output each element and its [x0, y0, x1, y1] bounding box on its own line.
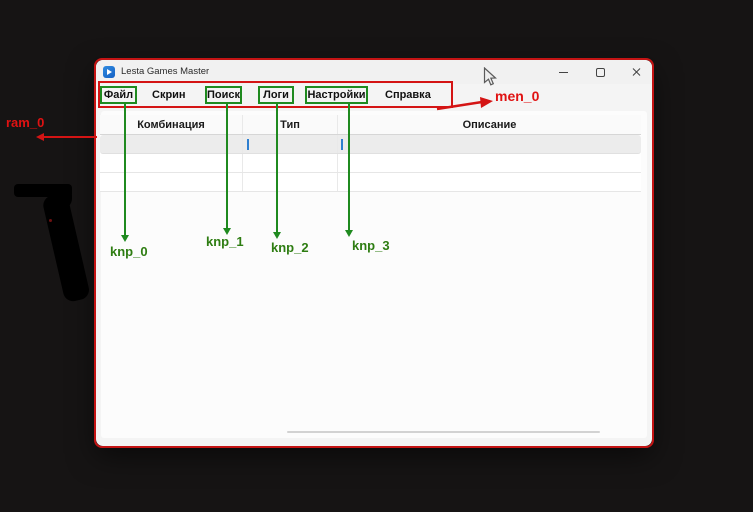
knp-2-arrow [273, 104, 281, 239]
menu-item-screen[interactable]: Скрин [152, 89, 186, 101]
ram-0-label: ram_0 [6, 115, 45, 130]
table-row[interactable] [100, 154, 641, 173]
menu-bar: Файл Скрин Поиск Логи Настройки Справка [96, 81, 652, 108]
close-icon [631, 67, 641, 77]
silhouette-shape [41, 192, 91, 304]
knp-2-label: knp_2 [271, 240, 309, 255]
table-cell [242, 135, 337, 153]
column-header-description[interactable]: Описание [337, 115, 641, 134]
ram-0-arrow [36, 133, 97, 141]
table-cell [242, 154, 337, 172]
knp-1-label: knp_1 [206, 234, 244, 249]
table-row[interactable] [100, 135, 641, 154]
table-cell [337, 154, 641, 172]
knp-0-arrow [121, 104, 129, 242]
window-title: Lesta Games Master [121, 66, 210, 77]
men-0-arrow [436, 97, 493, 111]
table-row[interactable] [100, 173, 641, 192]
table-cell [100, 154, 242, 172]
table-cell [100, 135, 242, 153]
maximize-icon [595, 67, 605, 77]
app-logo-icon [103, 66, 115, 78]
mouse-pointer-icon [483, 67, 497, 86]
column-header-type[interactable]: Тип [242, 115, 337, 134]
minimize-icon [558, 71, 568, 73]
horizontal-scrollbar[interactable] [287, 431, 600, 433]
menu-item-logs[interactable]: Логи [258, 86, 294, 104]
menu-item-search[interactable]: Поиск [205, 86, 242, 104]
menu-item-help[interactable]: Справка [385, 89, 431, 101]
menu-item-settings[interactable]: Настройки [305, 86, 368, 104]
table-header-row: Комбинация Тип Описание [100, 115, 641, 135]
table-cell [337, 135, 641, 153]
table-cell [242, 173, 337, 191]
text-cursor [247, 139, 249, 150]
maximize-button[interactable] [587, 60, 613, 84]
table-cell [100, 173, 242, 191]
app-window: Lesta Games Master Файл Скрин Поиск Логи… [94, 58, 654, 448]
window-titlebar[interactable]: Lesta Games Master [96, 60, 652, 84]
menu-item-file[interactable]: Файл [100, 86, 137, 104]
table-cell [337, 173, 641, 191]
minimize-button[interactable] [550, 60, 576, 84]
men-0-label: men_0 [495, 88, 540, 104]
knp-3-label: knp_3 [352, 238, 390, 253]
column-header-combination[interactable]: Комбинация [137, 118, 205, 131]
knp-0-label: knp_0 [110, 244, 148, 259]
hotkeys-table: Комбинация Тип Описание [100, 115, 641, 192]
red-dot [49, 219, 52, 222]
knp-1-arrow [223, 104, 231, 235]
text-cursor [341, 139, 343, 150]
knp-3-arrow [345, 104, 353, 237]
